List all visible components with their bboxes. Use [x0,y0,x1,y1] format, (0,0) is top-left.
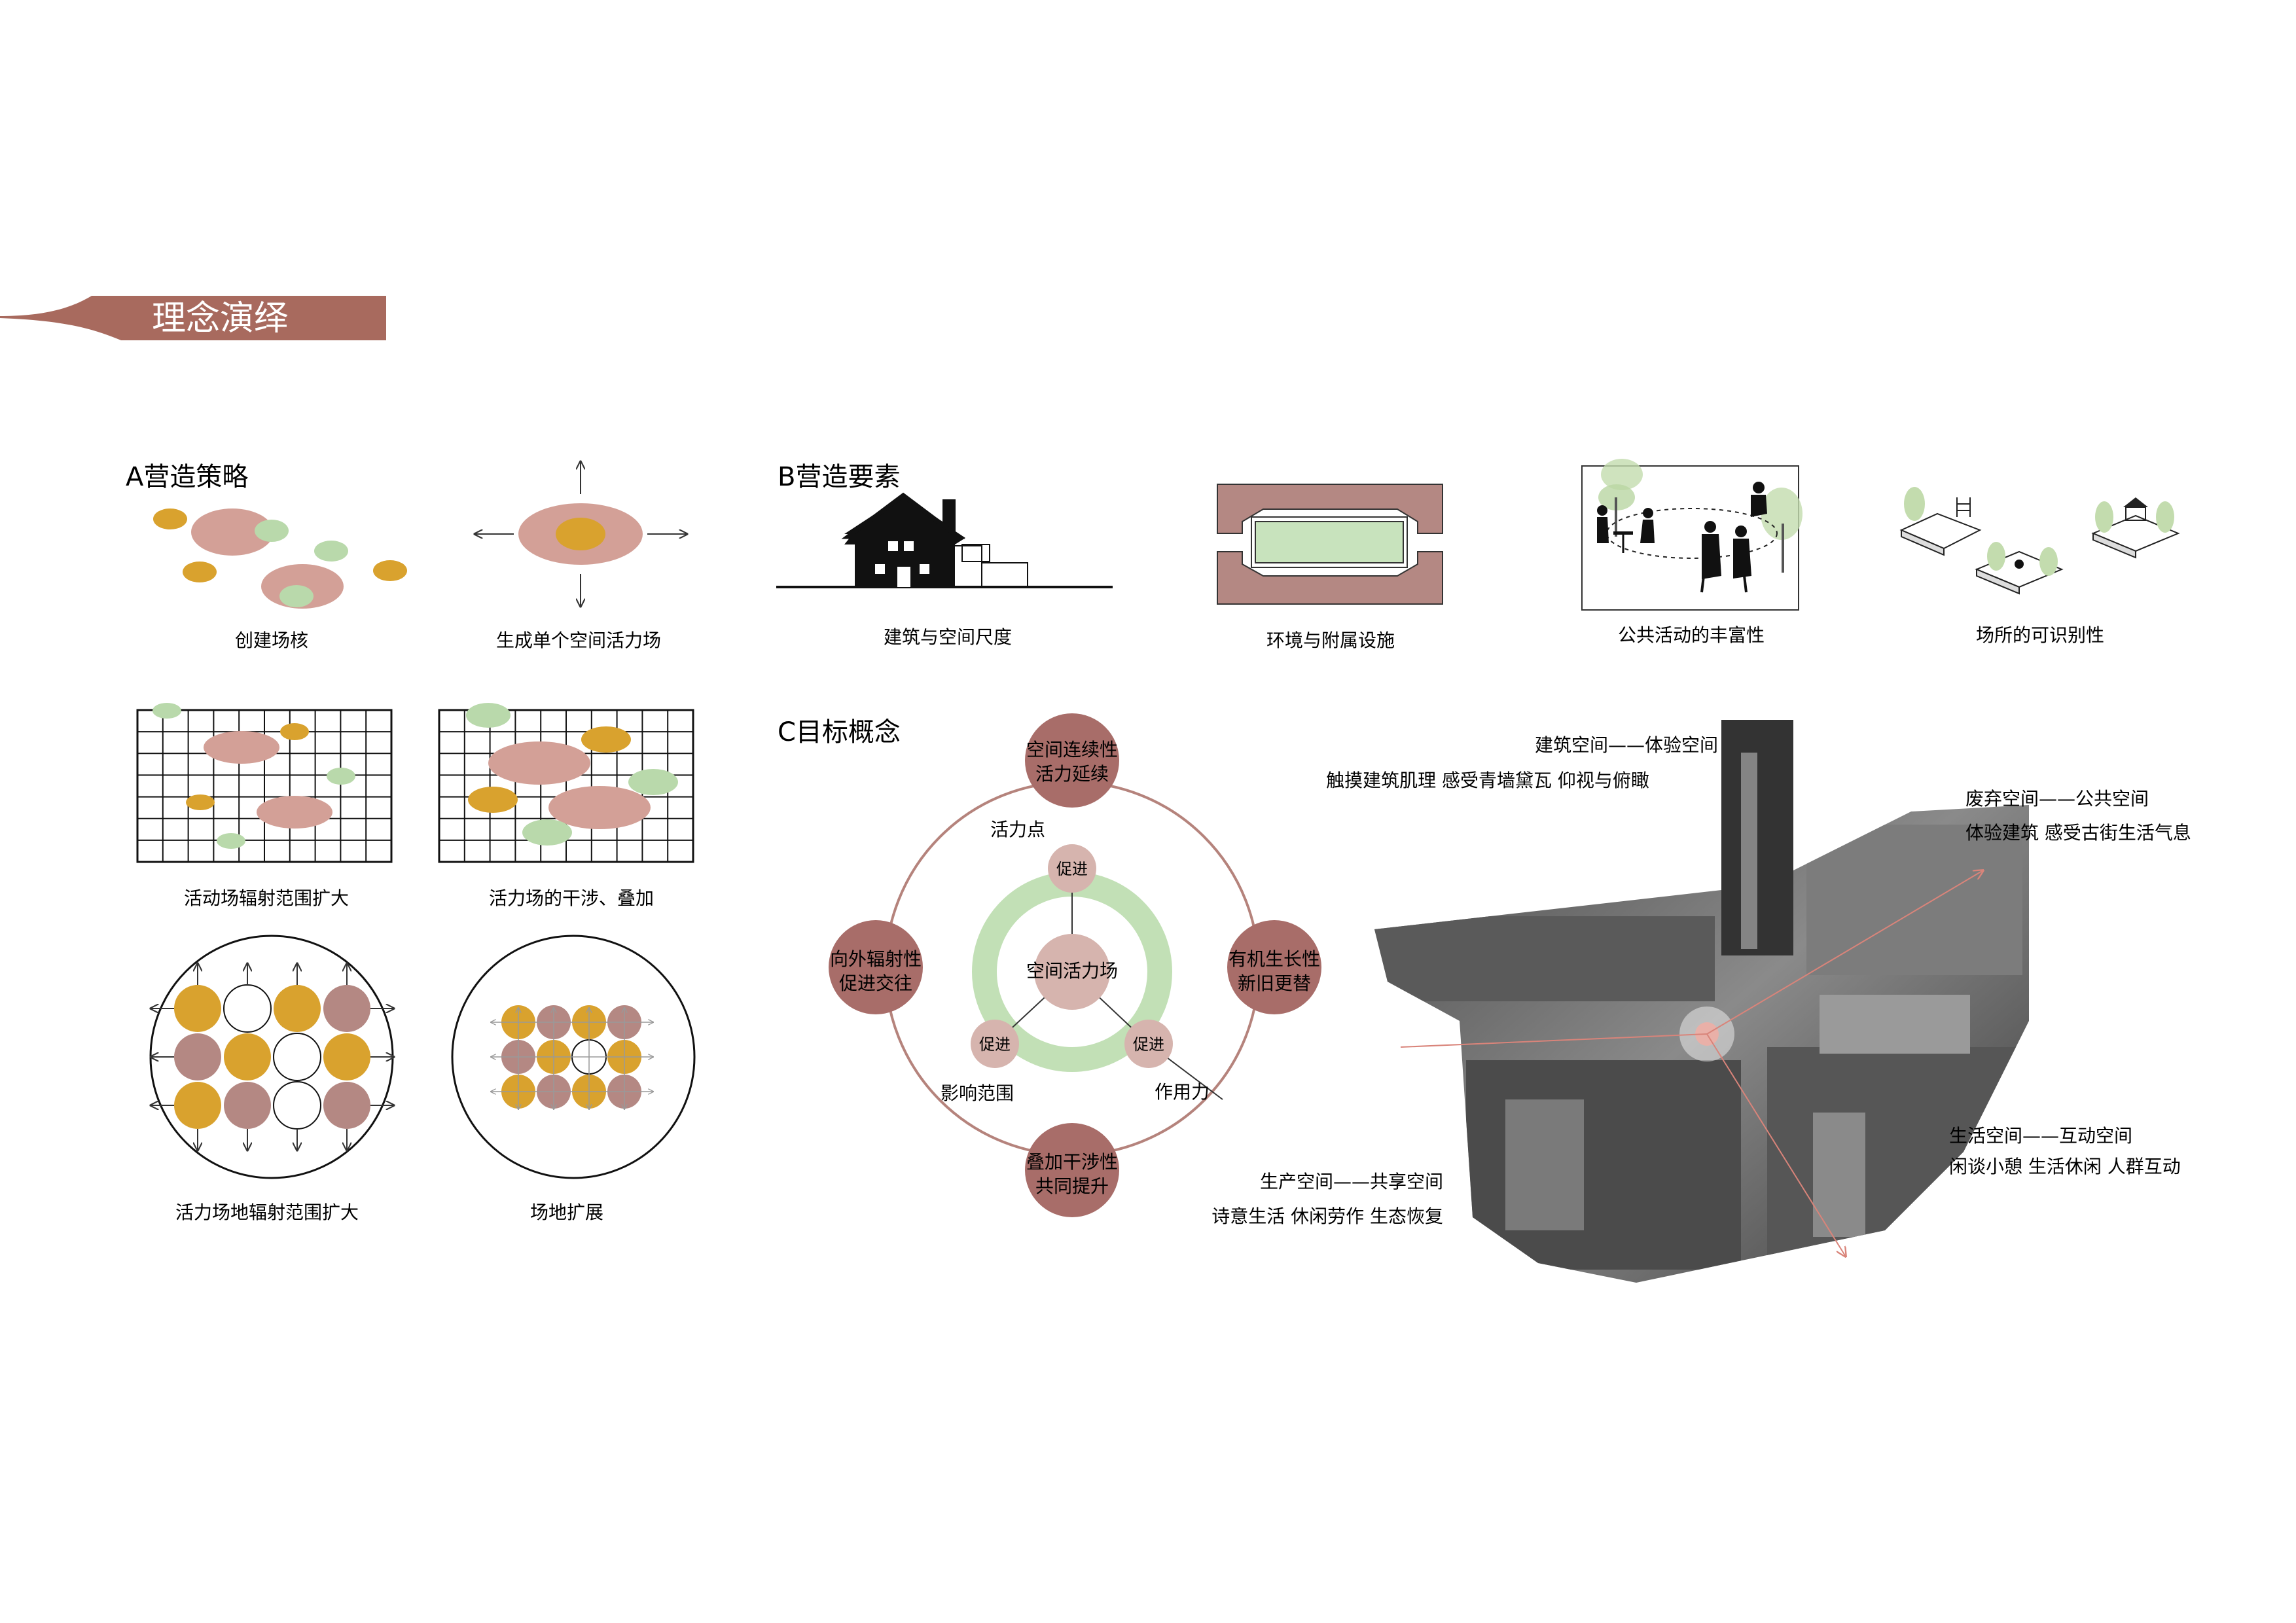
house-icon [776,492,1113,588]
section-b-title: B营造要素 [778,462,900,492]
caption-public-activity: 公共活动的丰富性 [1618,624,1765,646]
svg-text:共同提升: 共同提升 [1035,1175,1109,1197]
section-c-title: C目标概念 [778,717,901,747]
svg-text:促进: 促进 [1056,860,1088,878]
caption-place-identity: 场所的可识别性 [1976,624,2104,646]
caption-building-scale: 建筑与空间尺度 [884,626,1012,648]
svg-text:空间连续性: 空间连续性 [1026,739,1118,760]
diagram-single-field [475,461,687,607]
label-acting-force: 作用力 [1155,1081,1210,1103]
caption-grid-expand: 活动场辐射范围扩大 [184,887,349,909]
promote-node-left: 促进 [971,1020,1019,1068]
svg-text:向外辐射性: 向外辐射性 [830,948,922,970]
svg-text:有机生长性: 有机生长性 [1229,948,1320,970]
collage-left-bottom-title: 生产空间——共享空间 [1260,1171,1443,1192]
node-radiation: 向外辐射性 促进交往 [829,920,923,1014]
place-identity-icon [1899,487,2180,595]
diagram-grid-expand [136,703,393,863]
collage-right-bottom-desc: 闲谈小憩 生活休闲 人群互动 [1949,1156,2181,1177]
diagram-radiation [149,935,394,1179]
collage-right-top-title: 废弃空间——公共空间 [1965,788,2149,810]
svg-text:叠加干涉性: 叠加干涉性 [1026,1151,1118,1173]
header: 理念演绎 [0,296,386,340]
promote-node-right: 促进 [1124,1020,1173,1068]
svg-text:促进: 促进 [1133,1035,1164,1054]
caption-single-field: 生成单个空间活力场 [496,630,661,651]
caption-radiation: 活力场地辐射范围扩大 [175,1202,359,1223]
collage-right-bottom-title: 生活空间——互动空间 [1949,1125,2132,1147]
collage-right-top-desc: 体验建筑 感受古街生活气息 [1965,822,2191,844]
diagram-site-expansion [451,935,696,1179]
page-title: 理念演绎 [152,299,288,338]
section-a: A营造策略 创建场核 生成单个空间活力场 活动场辐射范围扩大 活 [126,461,696,1223]
caption-environment: 环境与附属设施 [1266,630,1395,651]
collage-top-desc: 触摸建筑肌理 感受青墙黛瓦 仰视与俯瞰 [1326,770,1649,791]
label-influence-range: 影响范围 [941,1082,1014,1104]
node-continuity: 空间连续性 活力延续 [1025,713,1119,808]
section-c: C目标概念 空间活力场 促进 促进 促进 活力点 影响范围 作用力 空间连续性 … [778,713,1321,1217]
node-growth: 有机生长性 新旧更替 [1227,920,1321,1014]
label-vitality-point: 活力点 [990,819,1045,840]
svg-text:促进: 促进 [979,1035,1011,1054]
caption-create-core: 创建场核 [235,630,308,651]
center-node [1034,934,1110,1010]
node-overlap: 叠加干涉性 共同提升 [1025,1123,1119,1217]
center-label: 空间活力场 [1026,960,1118,982]
caption-interference: 活力场的干涉、叠加 [489,887,654,909]
environment-icon [1217,484,1443,605]
photo-collage: 建筑空间——体验空间 触摸建筑肌理 感受青墙黛瓦 仰视与俯瞰 废弃空间——公共空… [1211,720,2191,1283]
collage-top-title: 建筑空间——体验空间 [1535,734,1718,756]
diagram-interference [438,703,694,863]
section-b: B营造要素 建筑与空间尺度 环境与附属设施 [776,459,2180,651]
collage-left-bottom-desc: 诗意生活 休闲劳作 生态恢复 [1211,1205,1443,1227]
diagram-create-core [153,508,407,609]
public-activity-icon [1581,459,1803,611]
section-a-title: A营造策略 [126,462,248,492]
svg-text:促进交往: 促进交往 [839,972,912,994]
caption-site-expansion: 场地扩展 [530,1202,603,1223]
svg-text:新旧更替: 新旧更替 [1238,972,1311,994]
svg-text:活力延续: 活力延续 [1035,763,1109,785]
header-banner [0,296,386,340]
promote-node-top: 促进 [1048,844,1096,893]
